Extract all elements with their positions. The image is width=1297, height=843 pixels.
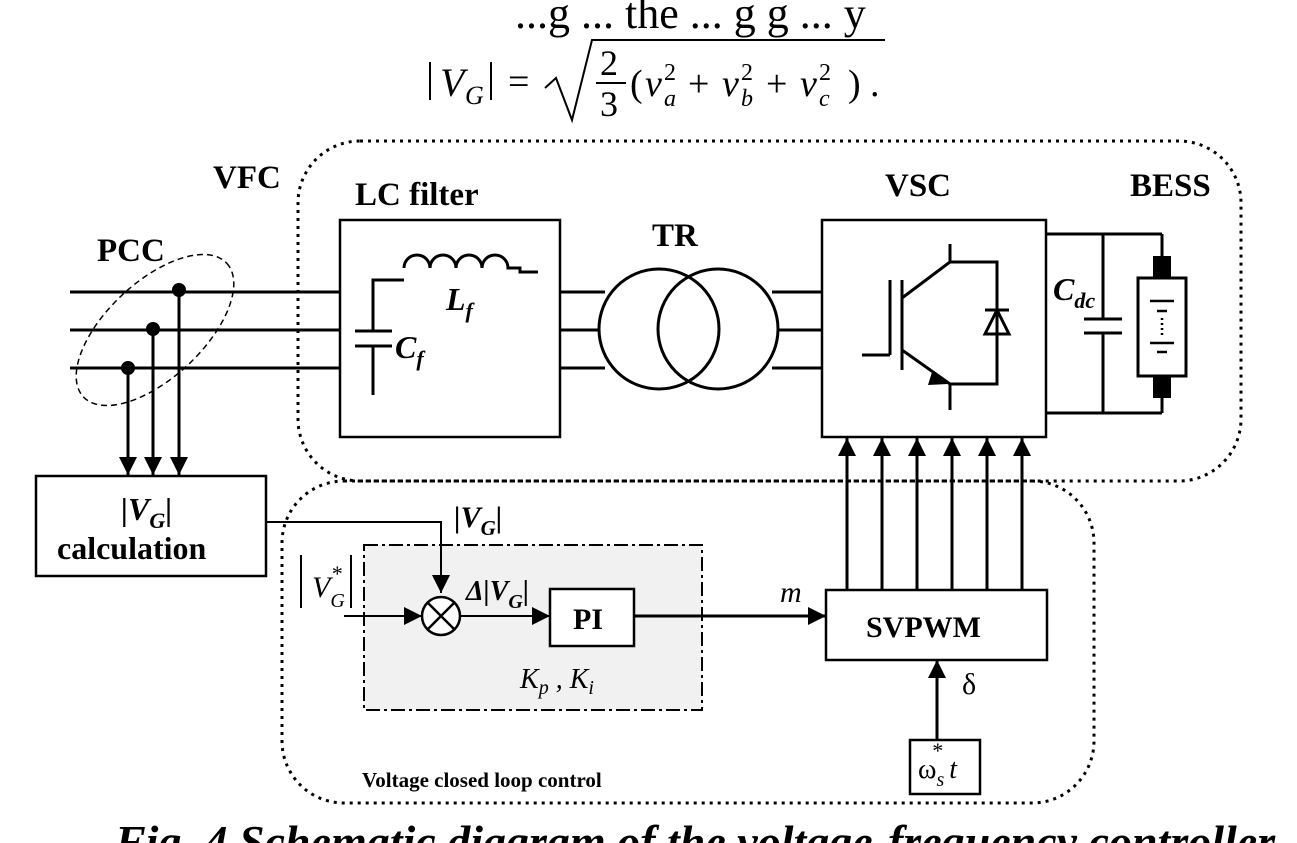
voltage-loop-region — [363, 544, 703, 711]
diode-icon — [982, 306, 1012, 336]
eq-equals: = — [508, 61, 529, 103]
vsc-block — [820, 218, 1048, 439]
eq-frac-den: 3 — [600, 84, 618, 124]
gains-label: Kp , Ki — [519, 664, 594, 699]
eq-vc-sub: c — [819, 86, 830, 112]
eq-plus-2: + — [766, 63, 787, 105]
vg-feedback-path — [266, 521, 450, 593]
pcc-label: PCC — [97, 233, 165, 269]
vsc-label: VSC — [885, 168, 951, 204]
battery-top-terminal — [1153, 256, 1171, 278]
eq-paren-close: ) — [848, 63, 861, 105]
pcc-ellipse — [75, 253, 235, 407]
eq-vg-sub: G — [465, 81, 484, 110]
calc-vg-label: |VG| — [121, 491, 172, 533]
eq-period: . — [870, 63, 880, 105]
omega-t-label: ωs*t — [918, 738, 958, 791]
omega-t-block — [908, 738, 982, 796]
eq-vb-sq: 2 — [741, 60, 753, 86]
figure-caption: Fig. 4 Schematic diagram of the voltage-… — [114, 816, 1276, 843]
vg-feedback-label: |VG| — [454, 501, 502, 540]
eq-vg: V — [440, 60, 469, 105]
inductor-lf-symbol — [402, 253, 538, 274]
voltage-loop-label: Voltage closed loop control — [362, 768, 602, 792]
vg-calculation-block — [34, 474, 268, 578]
pi-label: PI — [573, 603, 603, 636]
magnitude-equation: V G = 2 3 ( v 2 a + v 2 b + v 2 c ) . — [429, 39, 885, 124]
cropped-heading: ...g ... the ... g g ... y — [515, 0, 866, 38]
summing-junction-icon — [420, 595, 462, 637]
eq-plus-1: + — [688, 63, 709, 105]
eq-vb-sub: b — [741, 86, 753, 112]
delta-label: δ — [962, 668, 976, 701]
eq-vb: v — [722, 63, 739, 105]
tr-to-vsc-lines — [772, 290, 822, 370]
calculation-label: calculation — [57, 530, 207, 566]
igbt-arrow-icon — [928, 372, 948, 385]
eq-vc: v — [800, 63, 817, 105]
delta-vg-label: Δ|VG| — [465, 576, 529, 613]
gate-signal-arrows — [838, 438, 1031, 590]
eq-vc-sq: 2 — [819, 60, 831, 86]
measurement-arrows — [119, 290, 188, 475]
svpwm-label: SVPWM — [866, 611, 981, 644]
tr-label: TR — [652, 218, 699, 254]
vg-ref-label: VG* — [312, 561, 345, 612]
eq-va: v — [645, 63, 662, 105]
control-boundary — [280, 479, 1096, 805]
eq-paren-open: ( — [630, 63, 643, 105]
vfc-label: VFC — [213, 160, 281, 196]
capacitor-cf-symbol — [355, 278, 404, 395]
vfc-boundary — [296, 139, 1243, 483]
eq-va-sq: 2 — [664, 60, 676, 86]
m-label: m — [780, 576, 802, 609]
lf-label: Lf — [445, 281, 476, 323]
battery-cell-icon — [1150, 299, 1174, 354]
eq-frac-num: 2 — [600, 43, 618, 83]
three-phase-lines — [70, 290, 340, 370]
bess-label: BESS — [1130, 168, 1211, 204]
battery-icon — [1136, 276, 1188, 378]
cf-label: Cf — [395, 329, 426, 371]
pi-controller-block — [548, 587, 636, 648]
transformer-primary-coil — [597, 267, 721, 391]
igbt-icon — [862, 244, 999, 410]
cdc-label: Cdc — [1053, 271, 1095, 313]
eq-va-sub: a — [664, 86, 676, 112]
dc-bus — [1046, 232, 1162, 415]
svpwm-block — [824, 588, 1049, 662]
battery-bottom-terminal — [1153, 376, 1171, 398]
header-text-fragment: ...g ... the ... g g ... y — [515, 0, 866, 38]
lc-to-tr-lines — [560, 290, 605, 370]
lc-filter-label: LC filter — [355, 177, 479, 213]
